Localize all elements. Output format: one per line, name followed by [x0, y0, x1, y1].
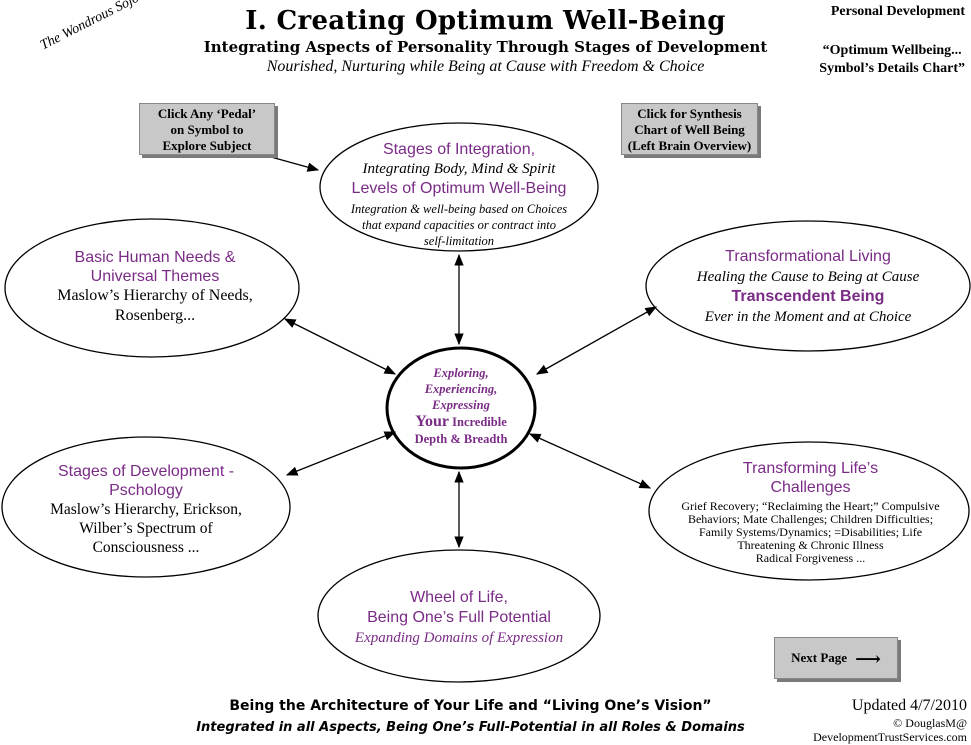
arrow-right-icon: ⟶	[855, 649, 881, 670]
category-label: Personal Development	[830, 4, 965, 19]
node-detail-line: Integration & well-being based on Choice…	[350, 202, 568, 216]
button-line: Explore Subject	[162, 138, 252, 153]
connector-lower-right	[528, 433, 652, 489]
page-title: I. Creating Optimum Well-Being	[245, 6, 726, 36]
copyright-line: © DouglasM@	[893, 716, 967, 730]
node-italic: Expanding Domains of Expression	[354, 630, 564, 646]
node-italic: Integrating Body, Mind & Spirit	[362, 161, 556, 177]
copyright-line: DevelopmentTrustServices.com	[813, 730, 967, 744]
page-tagline: Nourished, Nurturing while Being at Caus…	[266, 58, 705, 75]
node-heading: Transformational Living	[725, 248, 891, 265]
next-page-button[interactable]: Next Page ⟶	[774, 637, 898, 679]
ellipse-wheel-of-life[interactable]	[317, 549, 601, 683]
center-line: Exploring,	[433, 366, 489, 380]
ellipse-stages-development[interactable]	[1, 436, 291, 578]
node-detail-line: Threatening & Chronic Illness	[737, 538, 884, 552]
button-line: (Left Brain Overview)	[627, 138, 752, 153]
node-italic: Ever in the Moment and at Choice	[704, 309, 912, 325]
ellipse-transformational-living[interactable]	[645, 220, 971, 352]
node-heading: Stages of Development -	[57, 463, 235, 480]
node-detail-line: Grief Recovery; “Reclaiming the Heart;” …	[681, 499, 940, 513]
node-heading: Universal Themes	[90, 268, 220, 285]
center-line: Experiencing,	[424, 382, 498, 396]
explore-pointer-arrow	[270, 156, 320, 172]
node-heading: Being One’s Full Potential	[367, 609, 551, 626]
synthesis-chart-button[interactable]: Click for Synthesis Chart of Well Being …	[621, 103, 758, 155]
center-line: Your Incredible	[388, 413, 534, 431]
node-heading: Basic Human Needs &	[74, 249, 236, 266]
node-heading: Wheel of Life,	[410, 589, 508, 606]
node-detail-line: self-limitation	[423, 234, 495, 248]
node-detail-line: that expand capacities or contract into	[361, 218, 557, 232]
node-detail-line: Radical Forgiveness ...	[755, 551, 866, 565]
updated-date: Updated 4/7/2010	[851, 697, 967, 714]
node-heading: Challenges	[770, 479, 851, 496]
chart-reference: “Optimum Wellbeing... Symbol’s Details C…	[819, 42, 965, 78]
node-heading: Levels of Optimum Well-Being	[351, 180, 567, 197]
node-italic: Healing the Cause to Being at Cause	[696, 269, 920, 285]
node-bold: Transcendent Being	[731, 288, 885, 305]
copyright: © DouglasM@ DevelopmentTrustServices.com	[813, 716, 967, 744]
ellipse-stages-integration[interactable]	[319, 122, 599, 252]
button-line: on Symbol to	[170, 122, 244, 137]
node-transforming-challenges[interactable]: Transforming Life’s Challenges Grief Rec…	[653, 459, 968, 565]
node-detail-line: Wilber’s Spectrum of	[79, 520, 213, 537]
node-wheel-of-life[interactable]: Wheel of Life, Being One’s Full Potentia…	[318, 588, 600, 648]
node-basic-needs[interactable]: Basic Human Needs & Universal Themes Mas…	[10, 248, 300, 326]
center-emphasis: Your	[415, 413, 449, 430]
node-transformational-living[interactable]: Transformational Living Healing the Caus…	[648, 247, 968, 327]
connector-lower-left	[285, 431, 397, 476]
node-detail-line: Consciousness ...	[92, 539, 200, 556]
button-line: Click Any ‘Pedal’	[157, 106, 257, 121]
chart-reference-line: “Optimum Wellbeing...	[822, 43, 962, 58]
connector-upper-left	[283, 318, 397, 375]
node-detail: Grief Recovery; “Reclaiming the Heart;” …	[653, 500, 968, 565]
node-detail-line: Maslow’s Hierarchy, Erickson,	[50, 501, 242, 518]
footer-submotto: Integrated in all Aspects, Being One’s F…	[196, 720, 745, 735]
node-detail-line: Behaviors; Mate Challenges; Children Dif…	[687, 512, 934, 526]
node-heading: Transforming Life’s	[742, 460, 879, 477]
center-line: Depth & Breadth	[414, 432, 508, 446]
node-stages-development[interactable]: Stages of Development - Pschology Maslow…	[4, 462, 288, 557]
ellipse-basic-needs[interactable]	[4, 218, 300, 358]
node-detail-line: Maslow’s Hierarchy of Needs,	[57, 287, 253, 304]
node-heading: Stages of Integration,	[382, 141, 536, 158]
node-detail-line: Rosenberg...	[114, 307, 196, 324]
node-center[interactable]: Exploring, Experiencing, Expressing Your…	[388, 365, 534, 448]
center-line: Expressing	[432, 398, 490, 412]
ellipse-center[interactable]	[385, 346, 537, 470]
node-detail: Integration & well-being based on Choice…	[321, 201, 597, 249]
center-line-rest: Incredible	[449, 415, 507, 429]
node-detail-line: Family Systems/Dynamics; =Disabilities; …	[698, 525, 923, 539]
button-line: Chart of Well Being	[634, 122, 745, 137]
connector-upper-right	[535, 306, 658, 375]
explore-subject-button[interactable]: Click Any ‘Pedal’ on Symbol to Explore S…	[139, 103, 275, 155]
button-line: Click for Synthesis	[637, 106, 742, 121]
footer-motto: Being the Architecture of Your Life and …	[229, 698, 712, 714]
ellipse-transforming-challenges[interactable]	[648, 441, 970, 581]
node-heading: Pschology	[109, 482, 183, 499]
next-page-label: Next Page	[791, 650, 848, 665]
chart-reference-line: Symbol’s Details Chart”	[819, 61, 965, 76]
node-stages-integration[interactable]: Stages of Integration, Integrating Body,…	[321, 140, 597, 249]
page-subtitle: Integrating Aspects of Personality Throu…	[203, 38, 768, 56]
